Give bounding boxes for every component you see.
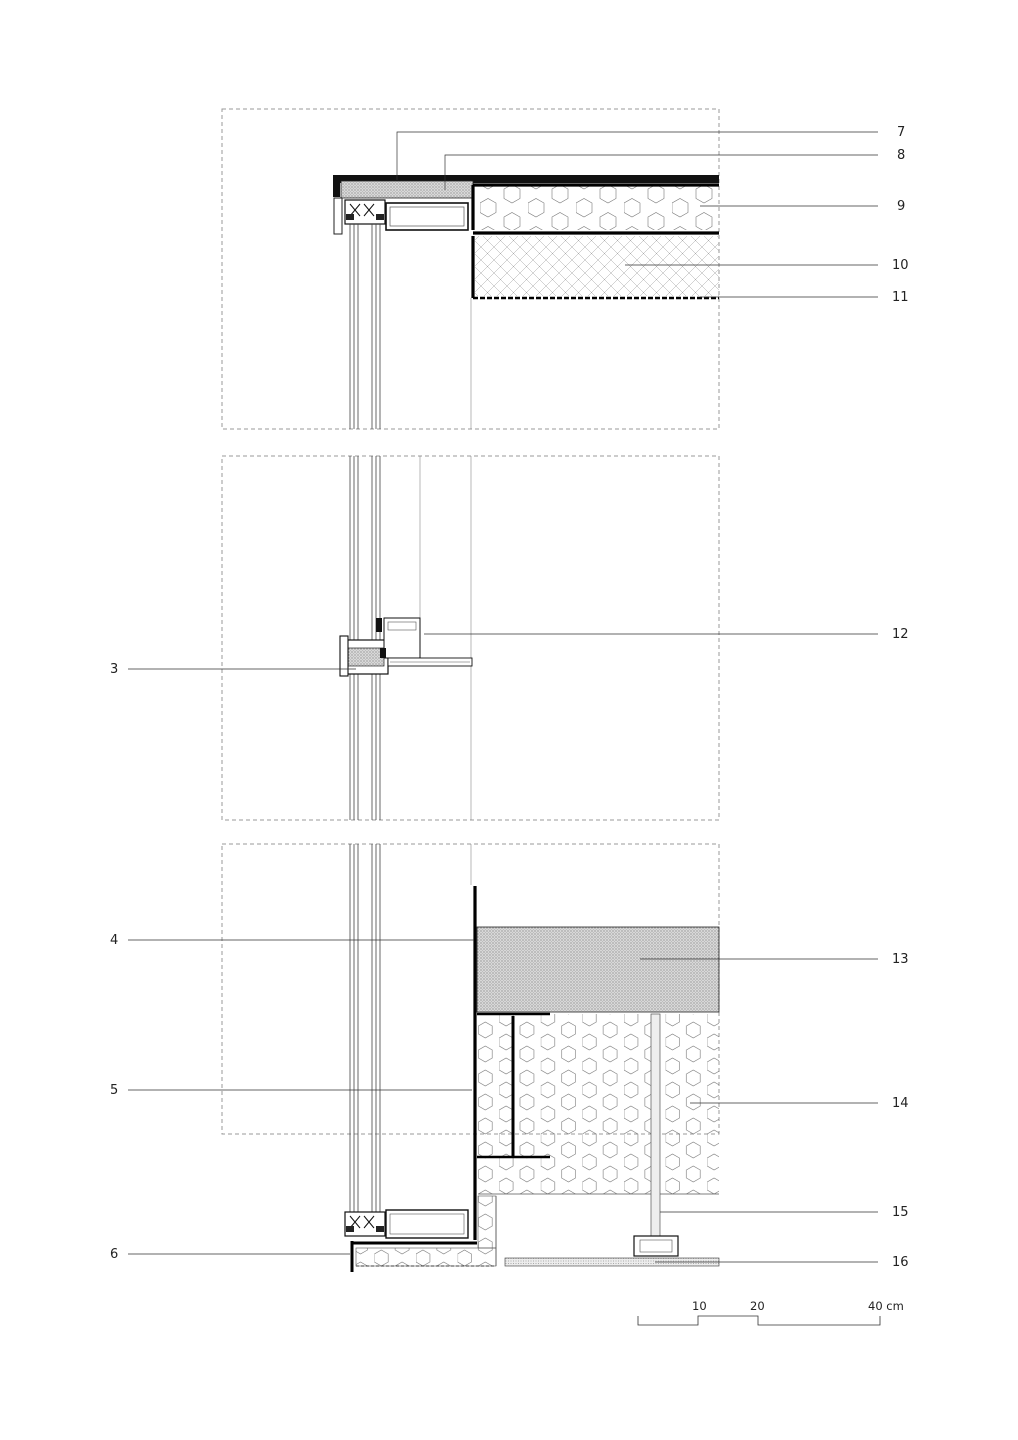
glazing-lines-bottom [349,844,381,1214]
edge-insulation [477,1195,497,1249]
detail-frame-bottom [221,843,720,1272]
hanger-rod [650,1013,661,1241]
leader-lines [128,131,878,1263]
callout-7: 7 [897,125,905,140]
callout-15: 15 [892,1205,909,1220]
detail-frame-middle [221,455,720,821]
callout-12: 12 [892,627,909,642]
callout-14: 14 [892,1096,909,1111]
glazing-lines-middle [349,456,381,820]
detail-frame-top [221,108,720,430]
window-head-profile [344,199,386,225]
callout-16: 16 [892,1255,909,1270]
glazing-lines-top [349,224,381,429]
callout-8: 8 [897,148,905,163]
roof-insulation [475,185,719,230]
floor-insulation [478,1014,719,1194]
concrete-slab [476,926,720,1013]
scale-label-10: 10 [692,1299,707,1313]
sill-profile [344,1211,386,1237]
coping-cap [333,175,719,183]
callout-9: 9 [897,199,905,214]
callout-13: 13 [892,952,909,967]
roof-deck-layer [475,236,719,296]
callout-6: 6 [110,1247,118,1262]
scale-label-20: 20 [750,1299,765,1313]
cill-insulation [355,1247,497,1267]
callout-4: 4 [110,933,118,948]
coping-stipple [340,180,474,199]
scale-bar: 10 20 40 cm [637,1299,904,1326]
callout-numbers: 7 8 9 10 11 12 3 4 13 5 14 15 6 16 [110,125,909,1270]
scale-label-40cm: 40 cm [868,1299,904,1313]
callout-3: 3 [110,662,118,677]
callout-5: 5 [110,1083,118,1098]
callout-11: 11 [892,290,909,305]
callout-10: 10 [892,258,909,273]
